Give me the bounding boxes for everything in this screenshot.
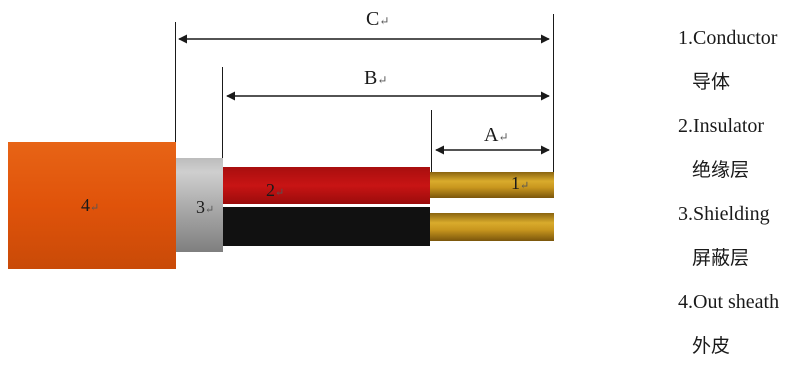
legend-shielding-english: 3.Shielding [678,203,770,225]
legend-insulator-chinese: 绝缘层 [692,159,750,181]
legend-out-sheath-chinese: 外皮 [692,335,731,357]
conductor-number-label: 1↵ [511,173,529,193]
dimension-a-label: A↵ [484,124,509,146]
cable-drawing: C↵ B↵ A↵ 4↵ 3↵ 2↵ 1↵ [8,8,554,269]
shielding-layer [176,158,223,252]
dimension-c-label: C↵ [366,8,389,30]
sheath-number-label: 4↵ [81,195,99,215]
legend-item-shielding: 3.Shielding 屏蔽层 [678,202,801,290]
legend-item-insulator: 2.Insulator 绝缘层 [678,114,801,202]
insulator-red-core [223,167,430,204]
component-legend: 1.Conductor 导体 2.Insulator 绝缘层 3.Shieldi… [678,26,801,378]
legend-conductor-chinese: 导体 [692,71,731,93]
insulator-black-core [223,207,430,246]
conductor-upper [430,172,554,198]
dimension-b-label: B↵ [364,67,387,89]
legend-item-out-sheath: 4.Out sheath 外皮 [678,290,801,378]
shielding-number-label: 3↵ [196,197,214,217]
legend-insulator-english: 2.Insulator [678,115,765,137]
cable-stripping-diagram: C↵ B↵ A↵ 4↵ 3↵ 2↵ 1↵ 1.Conductor 导体 2.In… [8,8,779,357]
legend-conductor-english: 1.Conductor [678,27,778,49]
outer-sheath [8,142,176,269]
legend-item-conductor: 1.Conductor 导体 [678,26,801,114]
legend-out-sheath-english: 4.Out sheath [678,291,780,313]
legend-shielding-chinese: 屏蔽层 [692,247,750,269]
conductor-lower [430,213,554,241]
insulator-number-label: 2↵ [266,180,284,200]
